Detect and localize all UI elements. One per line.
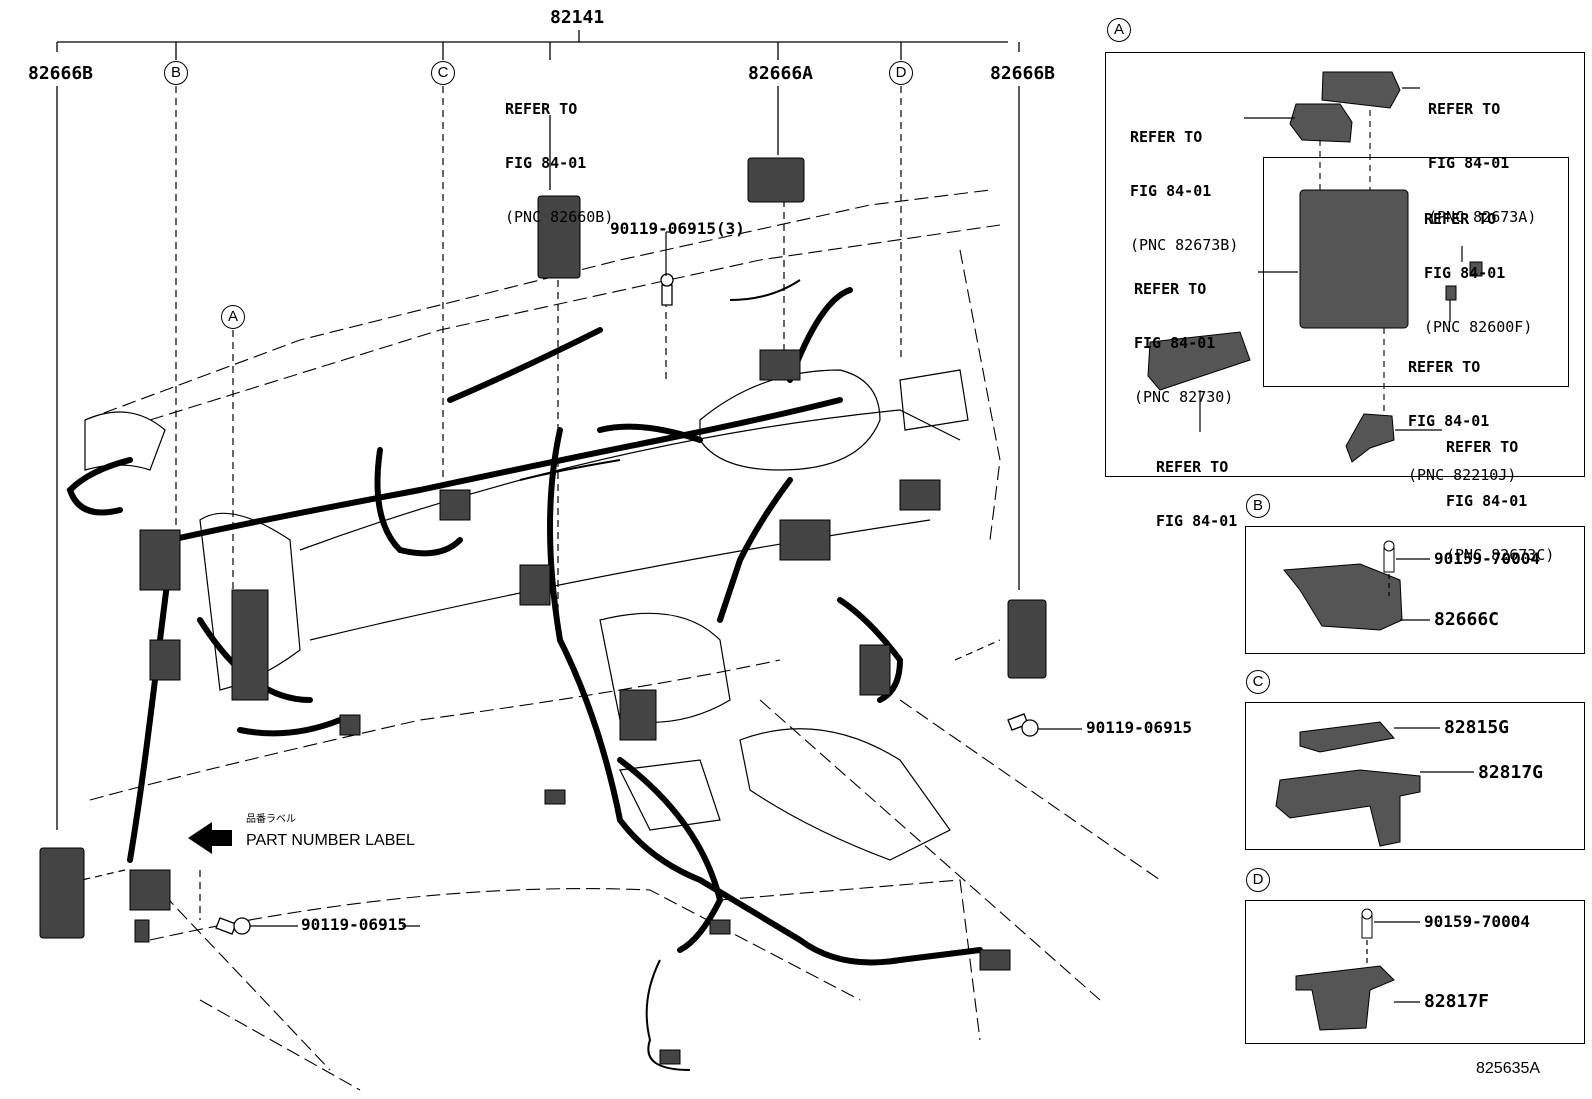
detail-c-part2: 82817G [1478,762,1544,783]
refer-note-fig-84-01: REFER TO FIG 84-01 [1156,422,1237,548]
refer-line1: REFER TO [1130,128,1203,146]
refer-note-82673b: REFER TO FIG 84-01 (PNC 82673B) [1130,92,1238,272]
detail-b-part: 82666C [1434,609,1500,630]
detail-b-box [1245,526,1585,654]
detail-a-inner-box [1263,157,1569,387]
refer-note-82730: REFER TO FIG 84-01 (PNC 82730) [1134,244,1233,424]
detail-b-marker: B [1246,494,1270,518]
refer-line1: REFER TO [1156,458,1229,476]
refer-line2: FIG 84-01 [1130,182,1212,200]
detail-c-marker: C [1246,670,1270,694]
refer-line2: FIG 84-01 [1408,412,1490,430]
detail-d-marker: D [1246,868,1270,892]
refer-note-82660b: REFER TO FIG 84-01 (PNC 82660B) [505,64,613,244]
label-note-english: PART NUMBER LABEL [246,832,415,849]
figure-code: 825635A [1476,1060,1541,1077]
refer-line1: REFER TO [1408,358,1481,376]
refer-line3: (PNC 82673A) [1428,208,1537,226]
part-82666a: 82666A [748,63,814,84]
refer-line1: REFER TO [1134,280,1207,298]
detail-d-box [1245,900,1585,1044]
refer-note-82673a: REFER TO FIG 84-01 (PNC 82673A) [1428,64,1536,244]
detail-a-box [1105,52,1585,477]
detail-d-bolt: 90159-70004 [1424,912,1530,931]
refer-line2: FIG 84-01 [505,154,587,172]
refer-note-82600f: REFER TO FIG 84-01 (PNC 82600F) [1424,174,1532,354]
bolt-callout-right: 90119-06915 [1086,718,1192,737]
detail-a-marker: A [1107,18,1131,42]
refer-line2: FIG 84-01 [1446,492,1528,510]
refer-line3: (PNC 82600F) [1424,318,1533,336]
detail-c-box [1245,702,1585,850]
view-marker-a: A [221,305,245,329]
refer-line1: REFER TO [505,100,578,118]
view-marker-d: D [889,61,913,85]
refer-line3: (PNC 82673C) [1446,546,1555,564]
detail-c-part1: 82815G [1444,717,1510,738]
detail-b-bolt: 90159-70004 [1434,549,1540,568]
refer-line2: FIG 84-01 [1156,512,1238,530]
main-part-number: 82141 [550,7,605,28]
refer-line2: FIG 84-01 [1424,264,1506,282]
part-82666b-left: 82666B [28,63,94,84]
refer-line1: REFER TO [1424,210,1497,228]
bolt-callout-top: 90119-06915(3) [610,219,745,238]
part-82666b-right: 82666B [990,63,1056,84]
refer-line1: REFER TO [1428,100,1501,118]
refer-line1: REFER TO [1446,438,1519,456]
refer-note-82210j: REFER TO FIG 84-01 (PNC 82210J) [1408,322,1516,502]
refer-line2: FIG 84-01 [1134,334,1216,352]
label-note-japanese: 品番ラベル [246,814,296,825]
refer-line2: FIG 84-01 [1428,154,1510,172]
refer-line3: (PNC 82730) [1134,388,1234,406]
detail-d-part: 82817F [1424,991,1490,1012]
bolt-callout-bottom: 90119-06915 [301,915,407,934]
view-marker-b: B [164,61,188,85]
refer-line3: (PNC 82673B) [1130,236,1239,254]
refer-note-82673c: REFER TO FIG 84-01 (PNC 82673C) [1446,402,1554,582]
refer-line3: (PNC 82660B) [505,208,614,226]
refer-line3: (PNC 82210J) [1408,466,1517,484]
view-marker-c: C [431,61,455,85]
